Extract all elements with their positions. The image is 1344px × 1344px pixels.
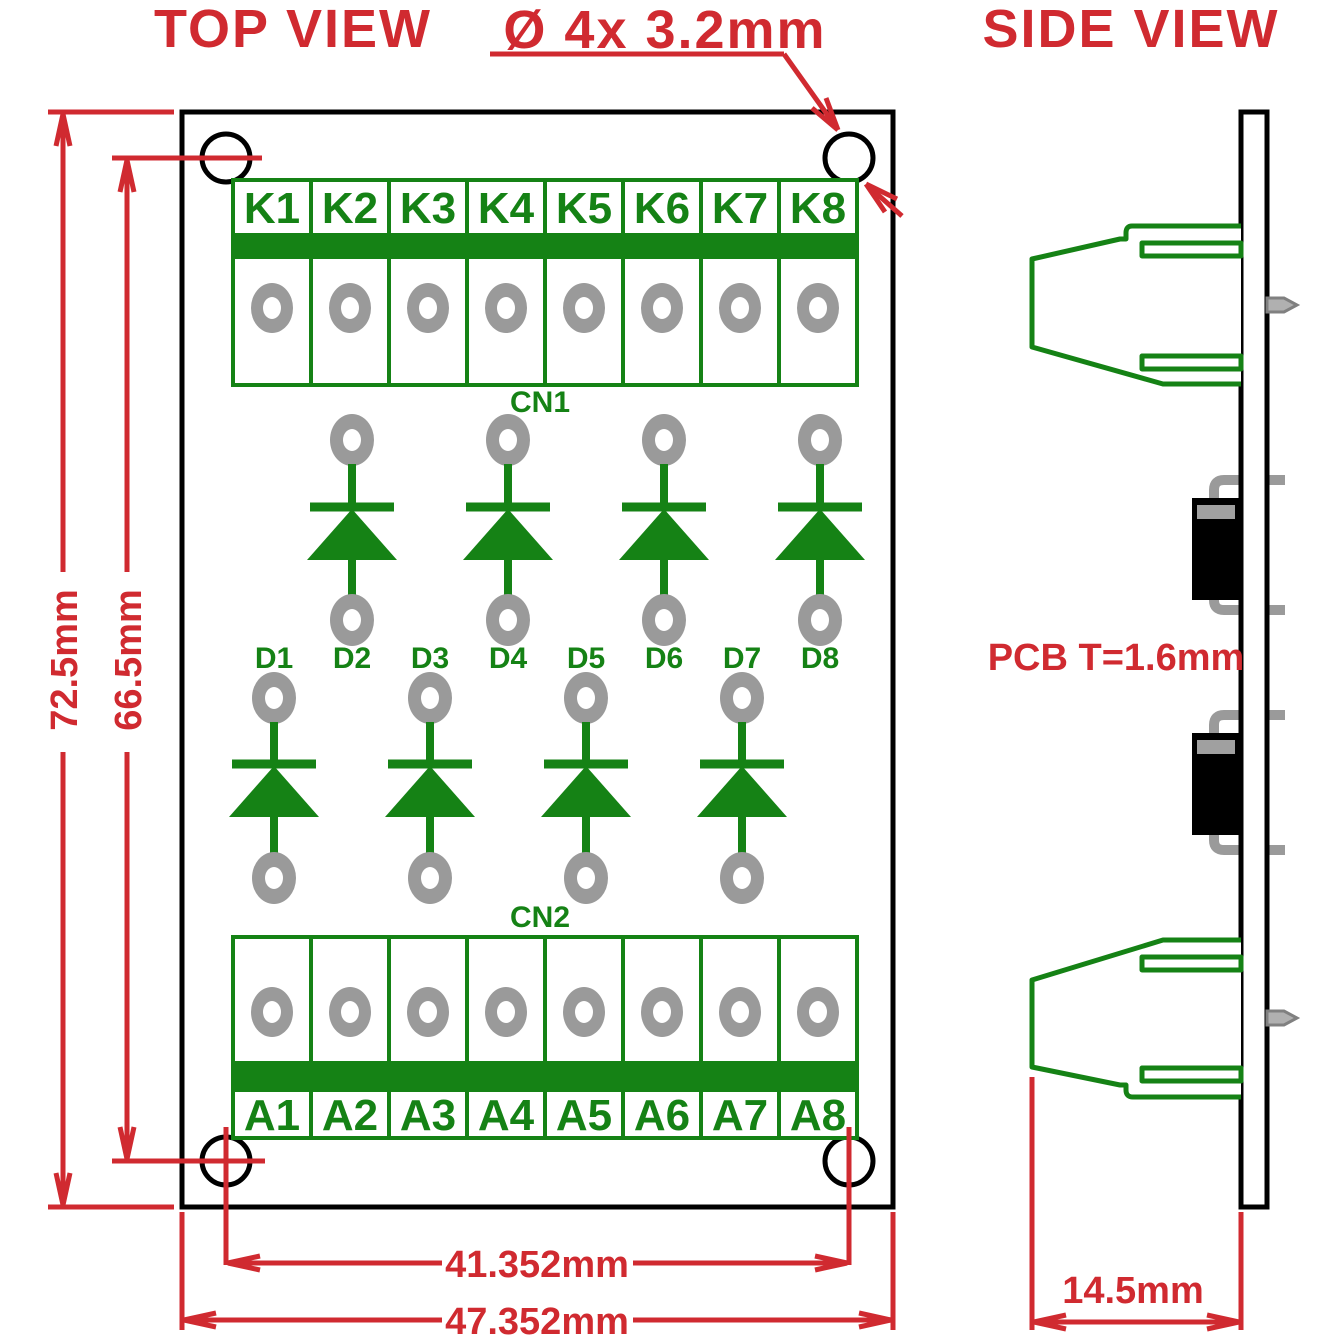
side-dimension-lines <box>1029 1077 1244 1332</box>
label-d5: D5 <box>567 642 605 675</box>
diode-body-side-1 <box>1192 498 1240 600</box>
label-d1: D1 <box>255 642 293 675</box>
cn2-cell <box>777 1088 859 1140</box>
cn1-pads <box>251 283 839 333</box>
side-view-title: SIDE VIEW <box>982 0 1279 59</box>
cn1-cell <box>777 178 859 237</box>
cn2-labels: A1 A2 A3 A4 A5 A6 A7 A8 <box>244 1091 846 1140</box>
dim-board-height: 72.5mm <box>44 589 86 731</box>
side-view <box>1029 109 1301 1332</box>
cn2-cell <box>543 1088 625 1140</box>
dimension-lines <box>48 51 904 1330</box>
label-a2: A2 <box>322 1091 378 1140</box>
upper-diode-row <box>307 414 865 646</box>
label-cn2: CN2 <box>510 901 570 934</box>
label-d6: D6 <box>645 642 683 675</box>
cn1-cell <box>621 178 703 237</box>
pcb-thickness-note: PCB T=1.6mm <box>988 637 1245 679</box>
label-d2: D2 <box>333 642 371 675</box>
label-a1: A1 <box>244 1091 300 1140</box>
connector-pins <box>1265 296 1301 1027</box>
diode-symbol-d2 <box>307 414 397 646</box>
dim-board-width: 47.352mm <box>445 1301 629 1343</box>
label-k1: K1 <box>244 184 300 233</box>
dim-side-depth: 14.5mm <box>1062 1270 1204 1312</box>
diode-symbol-d3 <box>385 672 475 904</box>
cn2-pads <box>251 987 839 1037</box>
diode-labels: D1 D2 D3 D4 D5 D6 D7 D8 <box>255 642 839 675</box>
mounting-hole-top-right <box>822 131 876 185</box>
cn1-cell <box>387 178 469 237</box>
label-a6: A6 <box>634 1091 690 1140</box>
label-k3: K3 <box>400 184 456 233</box>
label-d7: D7 <box>723 642 761 675</box>
dim-hole-pitch-width: 41.352mm <box>445 1244 629 1286</box>
label-a4: A4 <box>478 1091 535 1140</box>
label-k7: K7 <box>712 184 768 233</box>
terminal-block-cn1 <box>231 178 859 387</box>
label-cn1: CN1 <box>510 386 570 419</box>
top-view: K1 K2 K3 K4 K5 K6 K7 K8 CN1 <box>179 109 896 1210</box>
label-a7: A7 <box>712 1091 768 1140</box>
dim-hole-pitch-height: 66.5mm <box>108 589 150 731</box>
cn2-cell <box>387 1088 469 1140</box>
diode-body-side-2 <box>1192 733 1240 835</box>
diode-leads <box>1209 475 1285 855</box>
annotations: TOP VIEW SIDE VIEW Ø 4x 3.2mm 72.5mm 66.… <box>44 0 1279 1343</box>
label-a8: A8 <box>790 1091 846 1140</box>
diode-symbol-d6 <box>619 414 709 646</box>
top-view-title: TOP VIEW <box>154 0 432 59</box>
side-connector-bottom <box>1029 937 1244 1100</box>
diode-symbol-d4 <box>463 414 553 646</box>
cn2-band <box>231 1061 859 1092</box>
label-a3: A3 <box>400 1091 456 1140</box>
diode-symbol-d5 <box>541 672 631 904</box>
label-a5: A5 <box>556 1091 612 1140</box>
cn1-labels: K1 K2 K3 K4 K5 K6 K7 K8 <box>244 184 846 233</box>
label-k8: K8 <box>790 184 846 233</box>
label-d8: D8 <box>801 642 839 675</box>
side-view-diodes <box>1192 498 1240 835</box>
label-k4: K4 <box>478 184 535 233</box>
label-k2: K2 <box>322 184 378 233</box>
cn1-band <box>231 233 859 259</box>
hole-diameter-callout: Ø 4x 3.2mm <box>503 0 826 60</box>
label-k5: K5 <box>556 184 612 233</box>
side-connector-top <box>1029 223 1244 387</box>
terminal-block-cn2 <box>231 935 859 1140</box>
label-k6: K6 <box>634 184 690 233</box>
diode-symbol-d8 <box>775 414 865 646</box>
diode-symbol-d7 <box>697 672 787 904</box>
label-d3: D3 <box>411 642 449 675</box>
label-d4: D4 <box>489 642 528 675</box>
pcb-outline-side-view <box>1238 109 1270 1210</box>
diode-symbol-d1 <box>229 672 319 904</box>
lower-diode-row <box>229 672 787 904</box>
